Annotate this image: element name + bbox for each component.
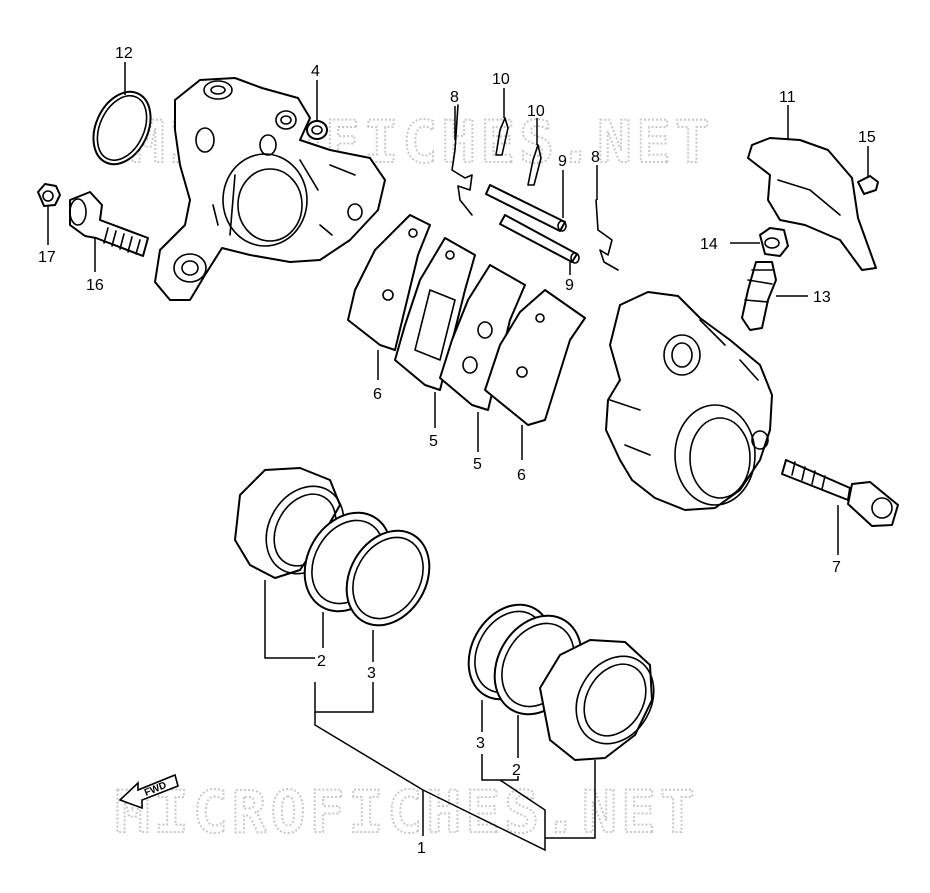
bleeder-cap-14 <box>759 227 789 257</box>
callout-8-left: 8 <box>450 89 459 106</box>
callout-1: 1 <box>417 840 426 857</box>
callout-6-left: 6 <box>373 386 382 403</box>
seal-3-left <box>345 529 431 627</box>
clip-10-b <box>527 144 542 186</box>
callout-9-top: 9 <box>558 153 567 170</box>
callout-16: 16 <box>86 277 104 294</box>
spring-8-left <box>451 104 473 216</box>
caliper-bracket <box>154 77 386 301</box>
pin-9-b <box>499 214 580 264</box>
watermark-bottom: MICROFICHES.NET <box>115 778 699 846</box>
callout-8-right: 8 <box>591 149 600 166</box>
callout-17: 17 <box>38 249 56 266</box>
callout-12: 12 <box>115 45 133 62</box>
callout-6-right: 6 <box>517 467 526 484</box>
callout-2-right: 2 <box>512 762 521 779</box>
cover-11 <box>747 137 877 271</box>
spring-8-right <box>595 199 619 271</box>
callout-10-mid: 10 <box>527 103 545 120</box>
caliper-body <box>605 291 773 511</box>
callout-3-right: 3 <box>476 735 485 752</box>
callout-9-bottom: 9 <box>565 277 574 294</box>
callout-7: 7 <box>832 559 841 576</box>
screw-15 <box>857 175 879 195</box>
o-ring-12 <box>92 90 152 166</box>
cap-17 <box>37 183 61 207</box>
callout-2-left: 2 <box>317 653 326 670</box>
callout-11: 11 <box>779 89 796 106</box>
callout-3-left: 3 <box>367 665 376 682</box>
shim-6-right <box>484 289 586 426</box>
callouts: 12 4 17 16 8 10 10 9 8 9 11 15 14 13 6 5… <box>38 45 876 857</box>
bolt-7 <box>781 459 899 527</box>
callout-15: 15 <box>858 129 876 146</box>
bleeder-valve-13 <box>741 261 777 331</box>
callout-10-top: 10 <box>492 71 510 88</box>
bolt-16 <box>69 191 149 257</box>
callout-5-left: 5 <box>429 433 438 450</box>
pad-5-right <box>439 264 526 411</box>
pad-5-left <box>394 237 476 391</box>
leader-lines <box>47 62 869 852</box>
piston-1-right <box>539 639 655 761</box>
callout-4: 4 <box>311 63 320 80</box>
shim-6-left <box>347 214 431 351</box>
callout-5-right: 5 <box>473 456 482 473</box>
callout-14: 14 <box>700 236 718 253</box>
bush-4 <box>306 120 328 140</box>
callout-13: 13 <box>813 289 831 306</box>
pin-9-a <box>485 184 567 232</box>
clip-10-a <box>495 117 509 156</box>
